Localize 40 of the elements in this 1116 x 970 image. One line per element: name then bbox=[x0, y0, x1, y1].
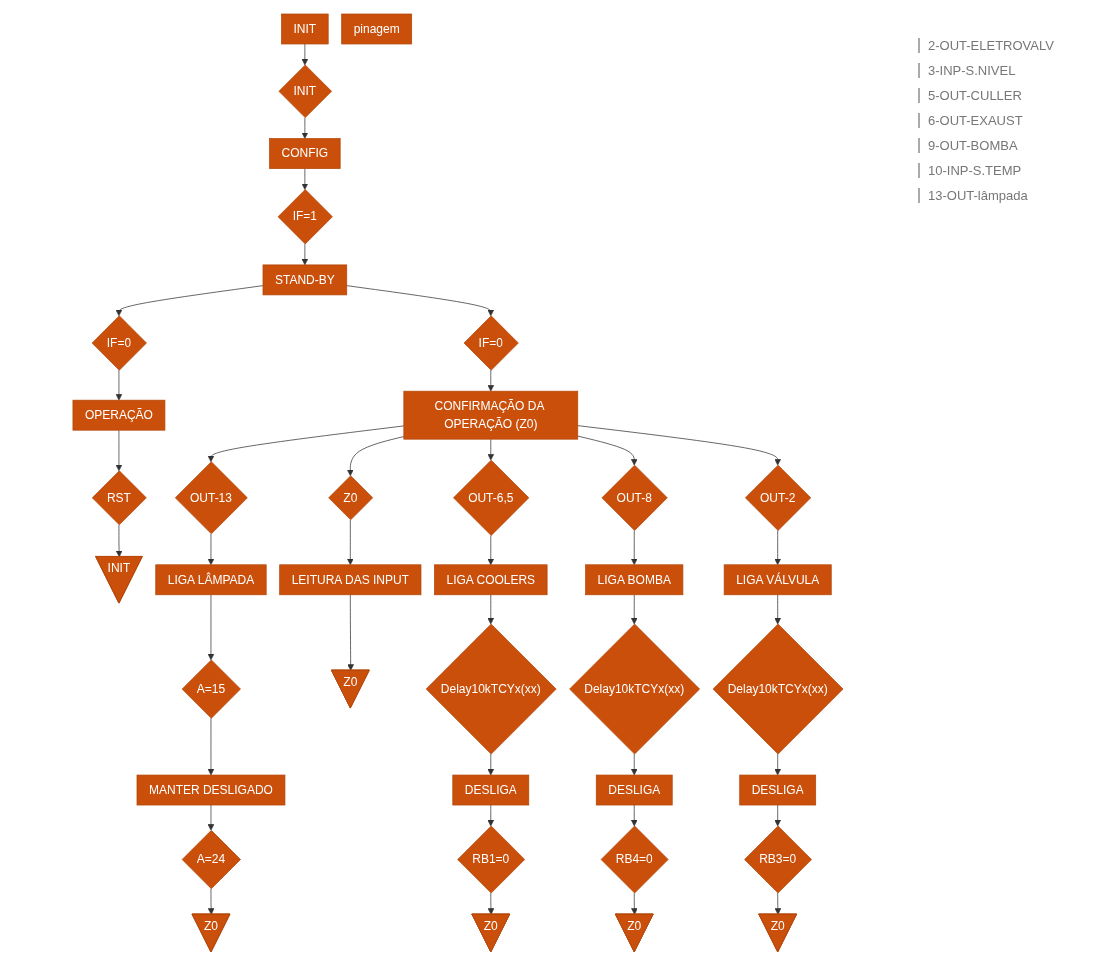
node-box: DESLIGA bbox=[739, 774, 817, 806]
node-box: INIT bbox=[281, 13, 329, 45]
pin-label: 5-OUT-CULLER bbox=[918, 88, 1108, 103]
pin-label: 3-INP-S.NIVEL bbox=[918, 63, 1108, 78]
node-box: STAND-BY bbox=[262, 264, 348, 296]
node-diamond: OUT-13 bbox=[174, 461, 248, 535]
node-diamond: Delay10kTCYx(xx) bbox=[569, 623, 700, 755]
node-diamond: RB4=0 bbox=[600, 825, 669, 894]
node-diamond: IF=0 bbox=[91, 315, 147, 371]
node-diamond: A=24 bbox=[181, 830, 241, 890]
node-diamond: IF=1 bbox=[277, 189, 333, 245]
node-diamond: OUT-8 bbox=[601, 464, 668, 531]
node-diamond: OUT-2 bbox=[745, 464, 812, 531]
node-diamond: Delay10kTCYx(xx) bbox=[425, 623, 557, 755]
node-box: pinagem bbox=[341, 13, 413, 45]
node-box: MANTER DESLIGADO bbox=[136, 774, 286, 806]
node-box: LEITURA DAS INPUT bbox=[279, 564, 422, 596]
node-box: LIGA VÁLVULA bbox=[723, 564, 832, 596]
node-diamond: IF=0 bbox=[463, 315, 519, 371]
node-diamond: A=15 bbox=[181, 659, 241, 719]
node-diamond: INIT bbox=[278, 64, 332, 118]
node-diamond: Z0 bbox=[328, 475, 374, 521]
node-box: LIGA LÂMPADA bbox=[155, 564, 267, 596]
node-diamond: RB1=0 bbox=[457, 825, 526, 894]
node-box: DESLIGA bbox=[595, 774, 673, 806]
node-box: LIGA BOMBA bbox=[585, 564, 684, 596]
pin-label: 9-OUT-BOMBA bbox=[918, 138, 1108, 153]
pin-label: 13-OUT-lâmpada bbox=[918, 188, 1108, 203]
node-box: DESLIGA bbox=[452, 774, 530, 806]
node-diamond: Delay10kTCYx(xx) bbox=[712, 623, 844, 755]
pin-label: 10-INP-S.TEMP bbox=[918, 163, 1108, 178]
node-box: OPERAÇÃO bbox=[72, 399, 166, 431]
node-box: CONFIG bbox=[269, 138, 341, 169]
node-box: LIGA COOLERS bbox=[434, 564, 548, 596]
node-box: CONFIRMAÇÃO DA OPERAÇÃO (Z0) bbox=[403, 390, 579, 440]
node-diamond: OUT-6,5 bbox=[453, 459, 530, 536]
node-diamond: RST bbox=[91, 470, 147, 526]
pin-label: 6-OUT-EXAUST bbox=[918, 113, 1108, 128]
node-diamond: RB3=0 bbox=[744, 825, 812, 894]
pin-label: 2-OUT-ELETROVALV bbox=[918, 38, 1108, 53]
